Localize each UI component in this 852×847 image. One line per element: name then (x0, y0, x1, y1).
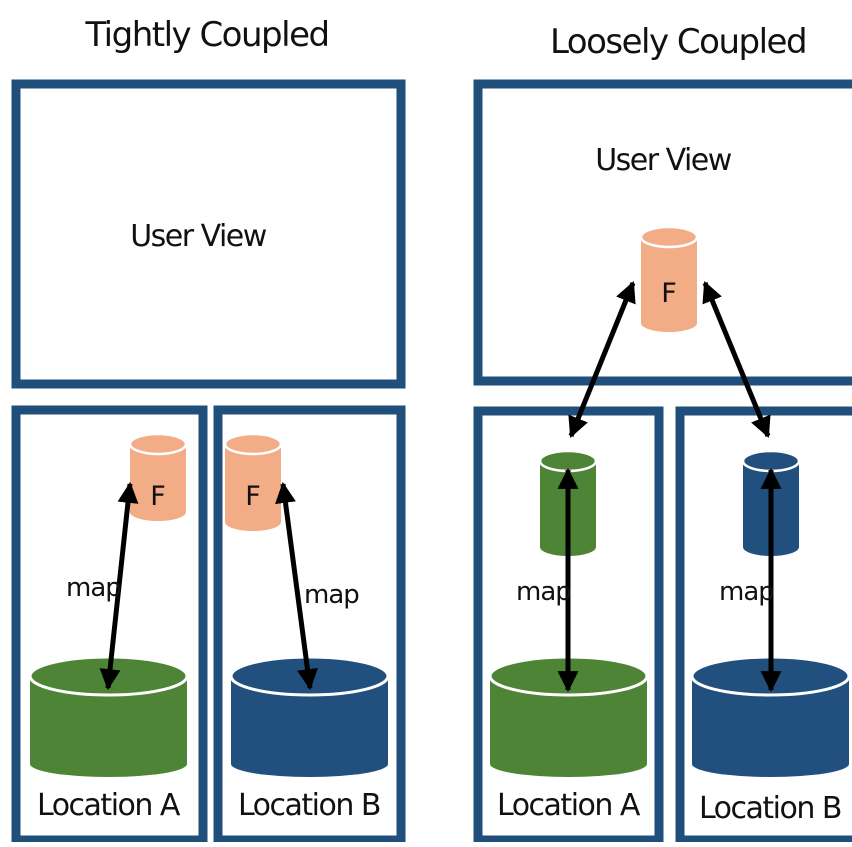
tight-frames (11, 79, 406, 845)
loose-location-a-label: Location A (497, 788, 641, 823)
loose-location-a-db (488, 655, 649, 777)
tight-map-label-b: map (304, 580, 359, 610)
tight-user-view-box (11, 79, 406, 389)
loose-location-b-label: Location B (699, 791, 841, 826)
loose-f-label: F (661, 278, 677, 309)
tight-map-label-a: map (66, 573, 121, 603)
loose-map-label-b: map (719, 577, 774, 607)
tight-federated-schema-b: F (223, 432, 283, 531)
tight-location-b-box (213, 405, 406, 845)
loose-user-view-label: User View (595, 143, 732, 178)
tight-f-label-b: F (245, 481, 261, 512)
loose-title: Loosely Coupled (550, 22, 806, 62)
tight-user-view-label: User View (130, 219, 267, 254)
tight-location-a-box (11, 405, 208, 845)
tight-title: Tightly Coupled (84, 15, 328, 55)
loose-top-arrow-b (702, 281, 771, 438)
tight-federated-schema-a: F (128, 432, 188, 521)
loose-top-arrow-a (568, 281, 636, 438)
tight-location-b-label: Location B (238, 788, 380, 823)
tight-location-a-label: Location A (37, 788, 181, 823)
loose-federated-schema: F (639, 225, 699, 332)
loose-user-view-box (473, 79, 852, 386)
tight-location-b-db (229, 655, 390, 777)
loose-map-label-a: map (516, 577, 571, 607)
tight-map-arrow-b (275, 481, 318, 691)
tight-f-label-a: F (150, 481, 166, 512)
tight-map-arrow-a (99, 481, 139, 691)
tight-location-a-db (28, 655, 189, 777)
